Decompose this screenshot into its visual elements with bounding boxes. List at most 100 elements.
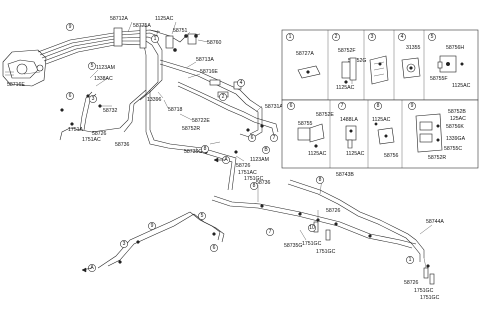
detail-box-8: 8 1125AC 58756 bbox=[372, 102, 399, 159]
svg-text:31355: 31355 bbox=[406, 45, 421, 51]
svg-text:58756K: 58756K bbox=[446, 124, 464, 130]
label-1751gc-a: 1751GC bbox=[302, 241, 322, 247]
detail-box-4: 4 31355 bbox=[398, 33, 421, 79]
svg-text:58752G: 58752G bbox=[348, 58, 366, 64]
label-1123am-left: 1123AM bbox=[96, 65, 115, 71]
label-58731a: 58731A bbox=[265, 104, 283, 110]
callout-6-mid: 6 bbox=[248, 134, 256, 142]
detail-box-1: 1 58727A bbox=[286, 33, 321, 79]
svg-text:58755C: 58755C bbox=[444, 146, 462, 152]
callout-1-lower: 1 bbox=[406, 256, 414, 264]
callout-7-lower: 7 bbox=[266, 228, 274, 236]
callout-2-mid: 2 bbox=[219, 93, 227, 101]
svg-text:58756: 58756 bbox=[384, 153, 399, 159]
svg-text:6: 6 bbox=[69, 93, 72, 99]
label-58722e: 58722E bbox=[192, 118, 210, 124]
label-1751gc-r2: 1751GC bbox=[420, 295, 440, 301]
master-cylinder-assembly bbox=[2, 49, 47, 87]
label-58743b: 58743B bbox=[336, 172, 354, 178]
svg-text:58727A: 58727A bbox=[296, 51, 314, 57]
svg-text:6: 6 bbox=[213, 245, 216, 251]
callout-6-lower: 6 bbox=[210, 244, 218, 252]
svg-text:1125AC: 1125AC bbox=[452, 83, 471, 89]
svg-text:8: 8 bbox=[377, 103, 380, 109]
svg-text:A: A bbox=[224, 157, 228, 163]
label-58726-r: 58726 bbox=[404, 280, 419, 286]
upper-part-labels: 58712A 58775A 1125AC 58751 58760 58716E … bbox=[7, 16, 283, 182]
detail-box-9: 9 58752B 125AC 58756K 1339GA 58755C 5875… bbox=[408, 102, 466, 161]
label-1125ac-top: 1125AC bbox=[155, 16, 174, 22]
lower-callouts: 8 9 5 3 6 7 10 1 A bbox=[88, 176, 414, 272]
label-58744a: 58744A bbox=[426, 219, 444, 225]
label-58760: 58760 bbox=[207, 40, 222, 46]
svg-text:1488LA: 1488LA bbox=[340, 117, 358, 123]
svg-text:7: 7 bbox=[273, 135, 276, 141]
svg-text:9: 9 bbox=[411, 103, 414, 109]
svg-text:B: B bbox=[264, 147, 268, 153]
svg-text:58752R: 58752R bbox=[428, 155, 446, 161]
detail-box-2: 2 58752F 1125AC 58752G bbox=[332, 33, 366, 91]
svg-text:58752E: 58752E bbox=[316, 112, 334, 118]
label-1751ac-mid: 1751AC bbox=[238, 170, 257, 176]
svg-text:1125AC: 1125AC bbox=[372, 117, 391, 123]
svg-text:1339GA: 1339GA bbox=[446, 136, 466, 142]
svg-text:8: 8 bbox=[319, 177, 322, 183]
label-13396: 13396 bbox=[147, 97, 162, 103]
label-1751a: 1751A bbox=[68, 127, 84, 133]
label-58716e-left: 58716E bbox=[7, 82, 25, 88]
label-58735g: 58735G bbox=[284, 243, 302, 249]
detail-box-3: 3 bbox=[368, 33, 389, 85]
svg-text:58755F: 58755F bbox=[430, 76, 448, 82]
svg-text:1125AC: 1125AC bbox=[336, 85, 355, 91]
callout-5-lower: 5 bbox=[198, 212, 206, 220]
callout-8-lower: 8 bbox=[250, 182, 258, 190]
svg-text:9: 9 bbox=[151, 223, 154, 229]
label-58775a: 58775A bbox=[133, 23, 151, 29]
rear-brake-tubes bbox=[97, 179, 425, 269]
callout-4-top: 4 bbox=[237, 79, 245, 87]
svg-text:2: 2 bbox=[335, 34, 338, 40]
callout-3-left: 3 bbox=[89, 95, 97, 103]
label-58751: 58751 bbox=[173, 28, 188, 34]
detail-box-5: 5 58756H 58755F 1125AC bbox=[428, 33, 471, 89]
callout-8-lower2: 8 bbox=[316, 176, 324, 184]
svg-text:7: 7 bbox=[269, 229, 272, 235]
callout-9-lower: 9 bbox=[148, 222, 156, 230]
label-58732: 58732 bbox=[103, 108, 118, 114]
detail-box-6: 6 58752E 58755 1125AC bbox=[287, 102, 334, 157]
label-1751ac-left: 1751AC bbox=[82, 137, 101, 143]
svg-text:5: 5 bbox=[91, 63, 94, 69]
callout-5-left: 5 bbox=[88, 62, 96, 70]
direction-arrows bbox=[81, 157, 225, 273]
upper-callouts: 9 1 5 6 3 4 2 8 6 7 8 A B bbox=[66, 23, 278, 190]
svg-text:58752F: 58752F bbox=[338, 48, 356, 54]
svg-text:58756H: 58756H bbox=[446, 45, 464, 51]
svg-text:125AC: 125AC bbox=[450, 116, 466, 122]
svg-text:8: 8 bbox=[204, 146, 207, 152]
label-58736-mid: 58736 bbox=[115, 142, 130, 148]
label-58736: 58736 bbox=[256, 180, 271, 186]
label-58752r: 58752R bbox=[182, 126, 200, 132]
brake-tube-bundle-upper bbox=[37, 29, 279, 191]
label-58735g: 58735G bbox=[184, 149, 202, 155]
label-58712a: 58712A bbox=[110, 16, 128, 22]
callout-7-mid: 7 bbox=[270, 134, 278, 142]
label-1338ac: 1338AC bbox=[94, 76, 113, 82]
svg-text:4: 4 bbox=[401, 34, 404, 40]
label-58716e-mid: 58716E bbox=[200, 69, 218, 75]
callout-8-mid: 8 bbox=[201, 145, 209, 153]
svg-text:6: 6 bbox=[290, 103, 293, 109]
svg-text:58755: 58755 bbox=[298, 121, 313, 127]
lower-leader-lines bbox=[257, 177, 433, 269]
svg-text:3: 3 bbox=[371, 34, 374, 40]
callout-b-mid: B bbox=[262, 146, 270, 154]
label-58713a: 58713A bbox=[196, 57, 214, 63]
label-1751gc-b: 1751GC bbox=[316, 249, 336, 255]
svg-text:1125AC: 1125AC bbox=[308, 151, 327, 157]
svg-text:A: A bbox=[90, 265, 94, 271]
label-1751gc-r: 1751GC bbox=[414, 288, 434, 294]
callout-3-lower: 3 bbox=[120, 240, 128, 248]
callout-10-lower: 10 bbox=[308, 224, 316, 232]
